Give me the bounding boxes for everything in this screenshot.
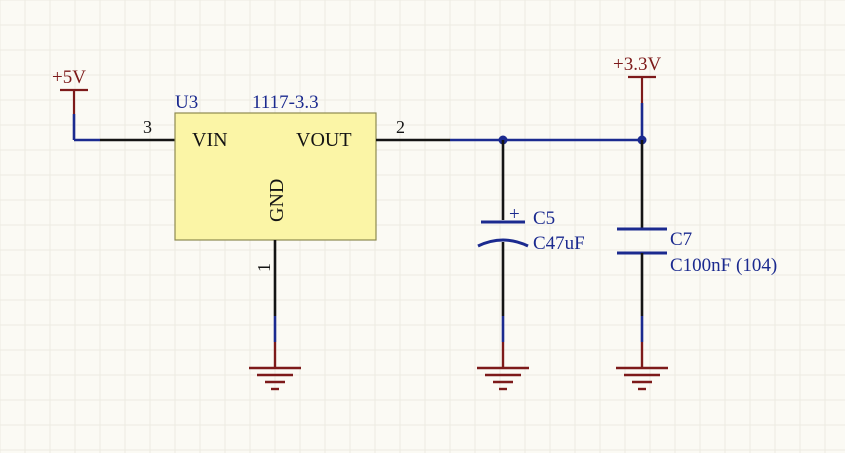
pin-vin-label: VIN bbox=[192, 129, 228, 151]
power-port-3v3[interactable]: +3.3V bbox=[613, 54, 661, 103]
capacitor-c7[interactable] bbox=[617, 140, 667, 316]
ground-icon bbox=[616, 342, 668, 391]
capacitor-c7-value: C100nF (104) bbox=[670, 255, 777, 276]
capacitor-c5-designator: C5 bbox=[533, 208, 555, 229]
power-port-5v[interactable]: +5V bbox=[52, 67, 88, 114]
pin-gnd-label: GND bbox=[266, 179, 288, 222]
pin-vout-number: 2 bbox=[396, 117, 405, 137]
capacitor-c5[interactable] bbox=[477, 140, 529, 316]
pin-gnd-number: 1 bbox=[254, 263, 274, 272]
capacitor-curved-plate bbox=[477, 238, 529, 248]
ground-icon bbox=[477, 342, 529, 391]
capacitor-c5-value: C47uF bbox=[533, 233, 585, 254]
pin-vin-number: 3 bbox=[143, 117, 152, 137]
regulator-designator: U3 bbox=[175, 92, 198, 113]
regulator-part-number: 1117-3.3 bbox=[252, 92, 319, 113]
regulator-u3[interactable]: VIN VOUT GND bbox=[174, 112, 377, 241]
pin-vout-label: VOUT bbox=[296, 129, 352, 151]
capacitor-c5-polarity: + bbox=[509, 204, 520, 225]
capacitor-c7-designator: C7 bbox=[670, 229, 692, 250]
power-port-3v3-label: +3.3V bbox=[613, 54, 661, 75]
ground-icon bbox=[249, 342, 301, 391]
power-port-5v-label: +5V bbox=[52, 67, 86, 88]
